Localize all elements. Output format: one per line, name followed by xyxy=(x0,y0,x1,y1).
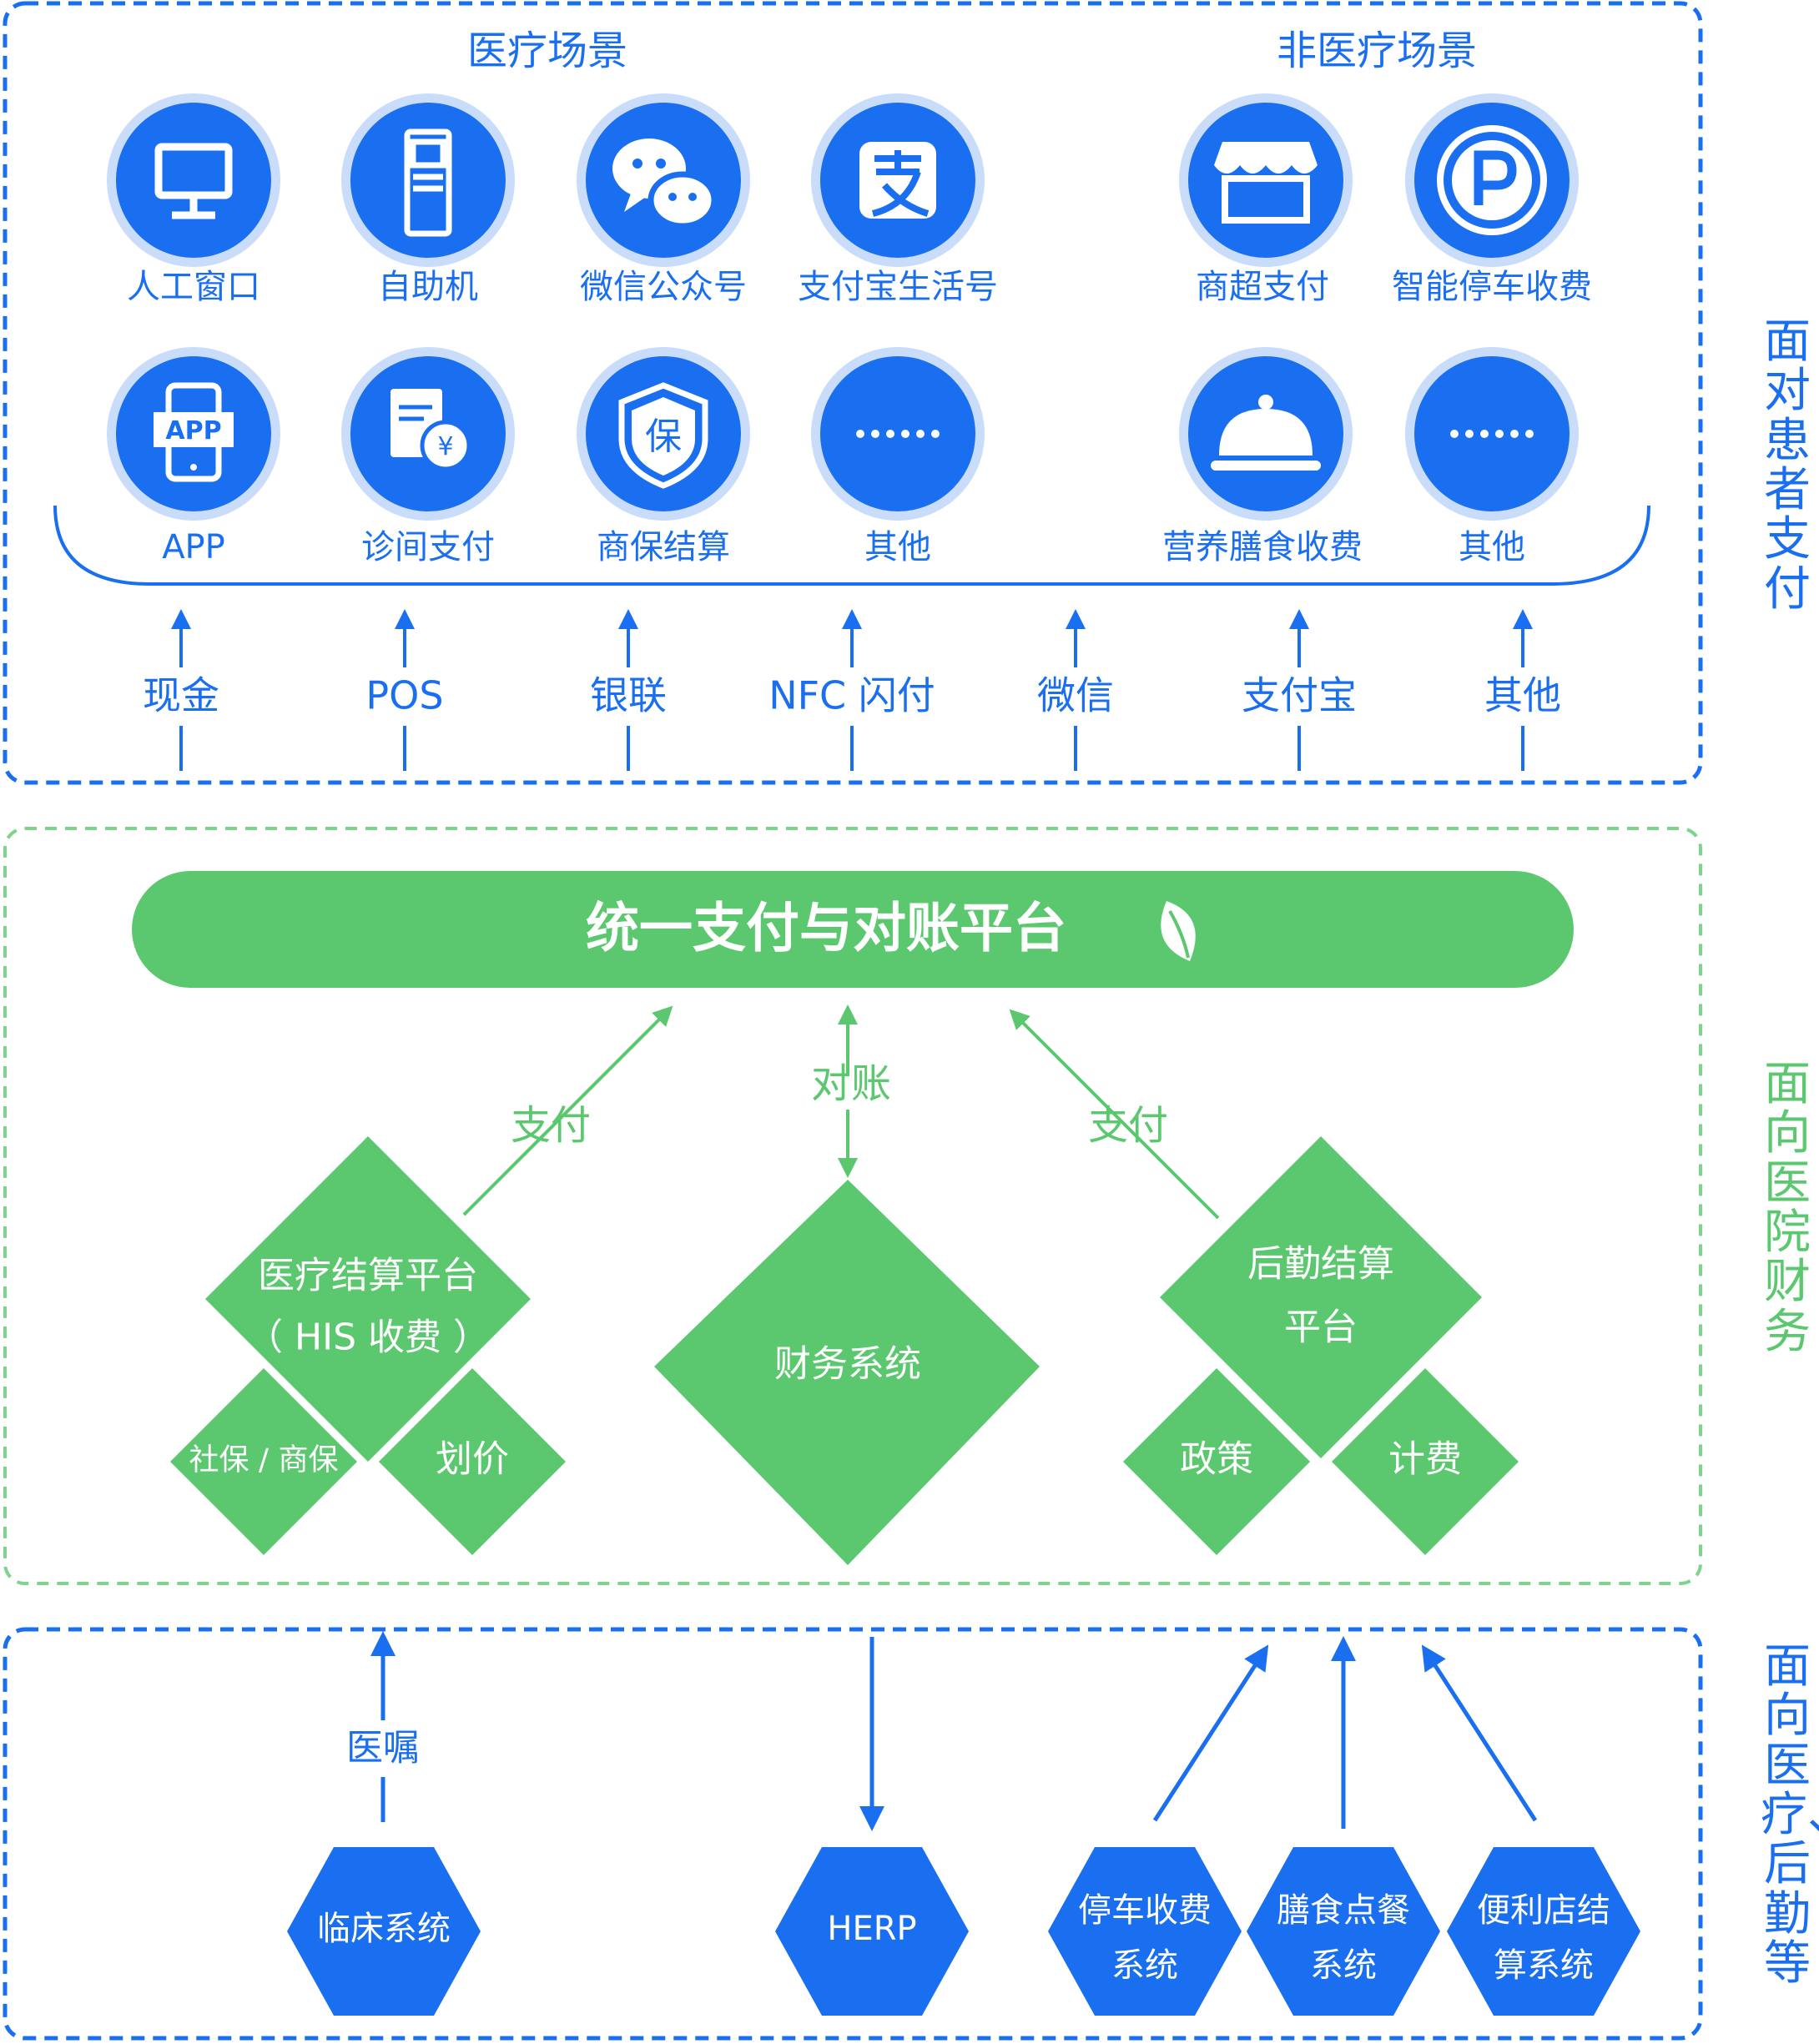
bill-yuan-icon: ¥ xyxy=(391,389,471,471)
food-cloche-icon xyxy=(1211,395,1321,471)
insurance-shield-icon: 保 xyxy=(618,382,708,489)
systems-zone-frame xyxy=(3,1627,1703,2041)
medical-settlement-diamond xyxy=(205,1136,531,1462)
scenario-bracket xyxy=(53,505,1650,586)
kiosk-icon xyxy=(404,128,452,237)
svg-text:¥: ¥ xyxy=(437,432,453,461)
platform-bar xyxy=(132,871,1574,988)
svg-text:保: 保 xyxy=(645,415,682,458)
parking-icon xyxy=(1437,125,1547,235)
system-hexagons xyxy=(287,1847,1640,2016)
diamonds xyxy=(170,1136,1519,1565)
more-dots-icon-2 xyxy=(1450,430,1534,438)
svg-text:APP: APP xyxy=(165,416,221,446)
icon-circles xyxy=(107,93,1579,521)
patient-zone-frame xyxy=(3,1,1703,785)
monitor-icon xyxy=(154,143,233,219)
leaf-icon xyxy=(1161,901,1196,961)
finance-flow-arrows xyxy=(462,1004,1220,1220)
billing-diamond xyxy=(1332,1368,1519,1555)
more-dots-icon xyxy=(856,430,940,438)
alipay-icon xyxy=(859,142,936,219)
circle-more-1-core xyxy=(820,356,975,511)
parking-hexagon xyxy=(1048,1847,1242,2016)
store-icon xyxy=(1214,142,1318,224)
circle-monitor-core xyxy=(116,103,271,258)
circle-kiosk-core xyxy=(350,103,506,258)
food-hexagon xyxy=(1247,1847,1440,2016)
logistics-settlement-diamond xyxy=(1160,1136,1482,1458)
payment-arrows xyxy=(171,609,1533,771)
social-insurance-diamond xyxy=(170,1368,357,1555)
pricing-diamond xyxy=(379,1368,566,1555)
circle-more-2-core xyxy=(1414,356,1570,511)
herp-hexagon xyxy=(775,1847,969,2016)
finance-system-diamond xyxy=(654,1180,1040,1565)
policy-diamond xyxy=(1123,1368,1310,1555)
system-arrows xyxy=(370,1631,1538,1831)
finance-zone-frame xyxy=(3,827,1702,1585)
clinical-hexagon xyxy=(287,1847,481,2016)
store-hexagon xyxy=(1447,1847,1640,2016)
wechat-icon xyxy=(612,138,718,229)
app-phone-icon: APP xyxy=(154,382,234,482)
